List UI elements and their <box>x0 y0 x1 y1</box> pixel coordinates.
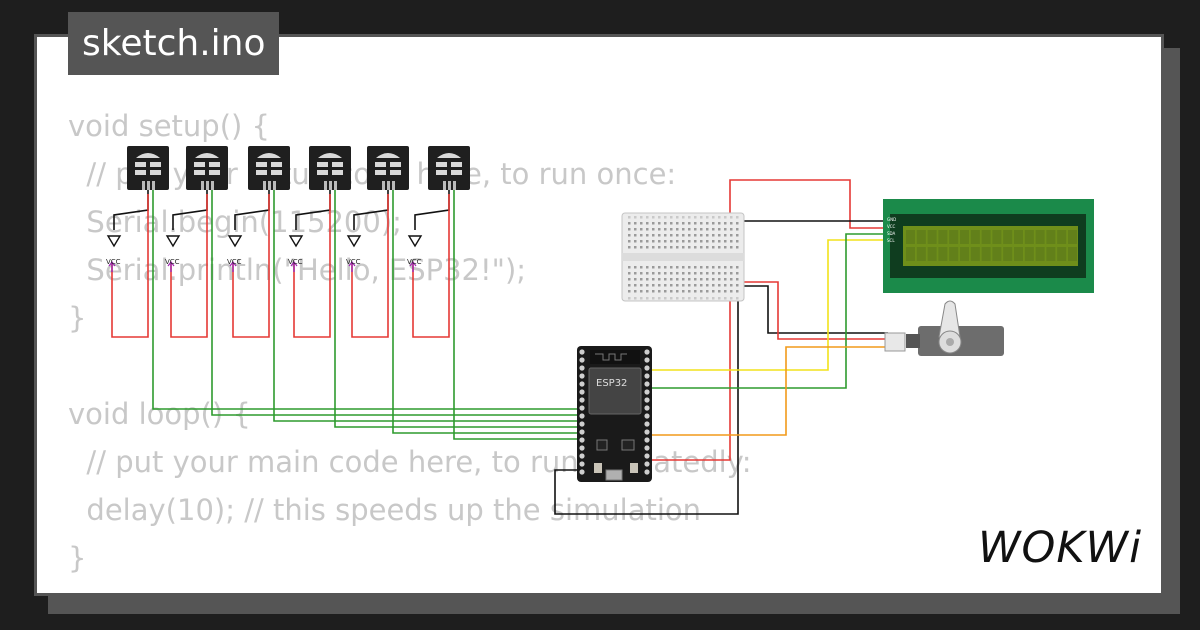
wire <box>453 190 582 440</box>
lcd-pin-label: SCL <box>887 238 895 243</box>
lcd-cell <box>1035 230 1045 244</box>
wire <box>353 190 389 230</box>
esp32-chip-label: ESP32 <box>596 378 627 389</box>
esp32-pins <box>579 349 650 475</box>
lcd-cell <box>1046 230 1056 244</box>
lcd-pin-label: GND <box>887 217 896 222</box>
lcd-pin-label: VCC <box>887 224 896 229</box>
lcd-cell <box>916 230 926 244</box>
lcd-cell <box>1068 230 1077 244</box>
lcd-pin-label: SDA <box>887 231 896 236</box>
sensor-module[interactable]: VCC <box>346 146 409 272</box>
wire <box>554 288 739 515</box>
lcd-cell <box>960 230 969 244</box>
wire <box>234 190 270 230</box>
vcc-label: VCC <box>165 258 180 266</box>
wire <box>111 194 149 338</box>
lcd-cell <box>981 247 991 261</box>
sensor-module[interactable]: VCC <box>227 146 290 272</box>
wire <box>652 346 888 436</box>
lcd-cell <box>1024 230 1034 244</box>
sensor-modules: VCC VCC VCC VCC VCC VCC <box>106 146 470 272</box>
lcd-cell <box>1014 230 1023 244</box>
lcd-display[interactable]: GND VCC SDA SCL <box>883 199 1094 293</box>
breadboard-holes <box>628 216 739 300</box>
preview-card <box>34 34 1164 596</box>
wokwi-logo: WOKWi <box>978 523 1143 573</box>
lcd-cell <box>1024 247 1034 261</box>
sensor-module[interactable]: VCC <box>407 146 470 272</box>
wire <box>729 179 888 229</box>
lcd-cell <box>906 247 915 261</box>
wire <box>414 190 450 230</box>
lcd-cell <box>960 247 969 261</box>
lcd-cell <box>949 230 959 244</box>
wire <box>170 194 208 338</box>
servo-motor[interactable] <box>884 300 1004 356</box>
wire <box>172 190 208 230</box>
esp32-board[interactable]: ESP32 <box>577 346 652 482</box>
wire <box>232 194 270 338</box>
lcd-cell <box>1035 247 1045 261</box>
sensor-module[interactable]: VCC <box>165 146 228 272</box>
lcd-cell <box>938 247 948 261</box>
code-line: void setup() { <box>68 109 270 143</box>
sensor-module[interactable]: VCC <box>106 146 169 272</box>
wire <box>152 190 582 410</box>
lcd-cell <box>1003 230 1013 244</box>
lcd-cell <box>1046 247 1056 261</box>
code-line: } <box>68 301 87 335</box>
code-line: delay(10); // this speeds up the simulat… <box>68 493 702 527</box>
lcd-cell <box>916 247 926 261</box>
wire <box>113 190 149 230</box>
sensor-module[interactable]: VCC <box>288 146 351 272</box>
lcd-cell <box>1014 247 1023 261</box>
wire <box>652 239 888 371</box>
wire <box>392 190 582 434</box>
lcd-cell <box>1068 247 1077 261</box>
file-tab[interactable]: sketch.ino <box>68 12 280 75</box>
code-line: } <box>68 541 87 575</box>
wire <box>744 281 888 340</box>
wire <box>652 233 888 389</box>
wires <box>111 179 888 515</box>
wire <box>211 190 582 416</box>
lcd-cell <box>938 230 948 244</box>
lcd-cell <box>970 230 980 244</box>
wire <box>351 194 389 338</box>
vcc-label: VCC <box>106 258 121 266</box>
lcd-cell <box>981 230 991 244</box>
lcd-cell <box>927 230 937 244</box>
lcd-cell <box>1057 247 1067 261</box>
wire <box>273 190 582 422</box>
wire <box>334 190 582 428</box>
vcc-label: VCC <box>407 258 422 266</box>
file-tab-label: sketch.ino <box>82 23 266 64</box>
lcd-cell <box>992 247 1002 261</box>
vcc-label: VCC <box>288 258 303 266</box>
wire <box>412 194 450 338</box>
lcd-cell <box>992 230 1002 244</box>
wire <box>293 194 331 338</box>
lcd-cell <box>927 247 937 261</box>
wire <box>652 280 731 461</box>
lcd-cell <box>906 230 915 244</box>
lcd-cell <box>949 247 959 261</box>
vcc-label: VCC <box>227 258 242 266</box>
wire <box>295 190 331 230</box>
vcc-label: VCC <box>346 258 361 266</box>
lcd-cell <box>970 247 980 261</box>
wire <box>736 285 888 334</box>
breadboard[interactable] <box>621 212 745 302</box>
lcd-cell <box>1057 230 1067 244</box>
lcd-cell <box>1003 247 1013 261</box>
